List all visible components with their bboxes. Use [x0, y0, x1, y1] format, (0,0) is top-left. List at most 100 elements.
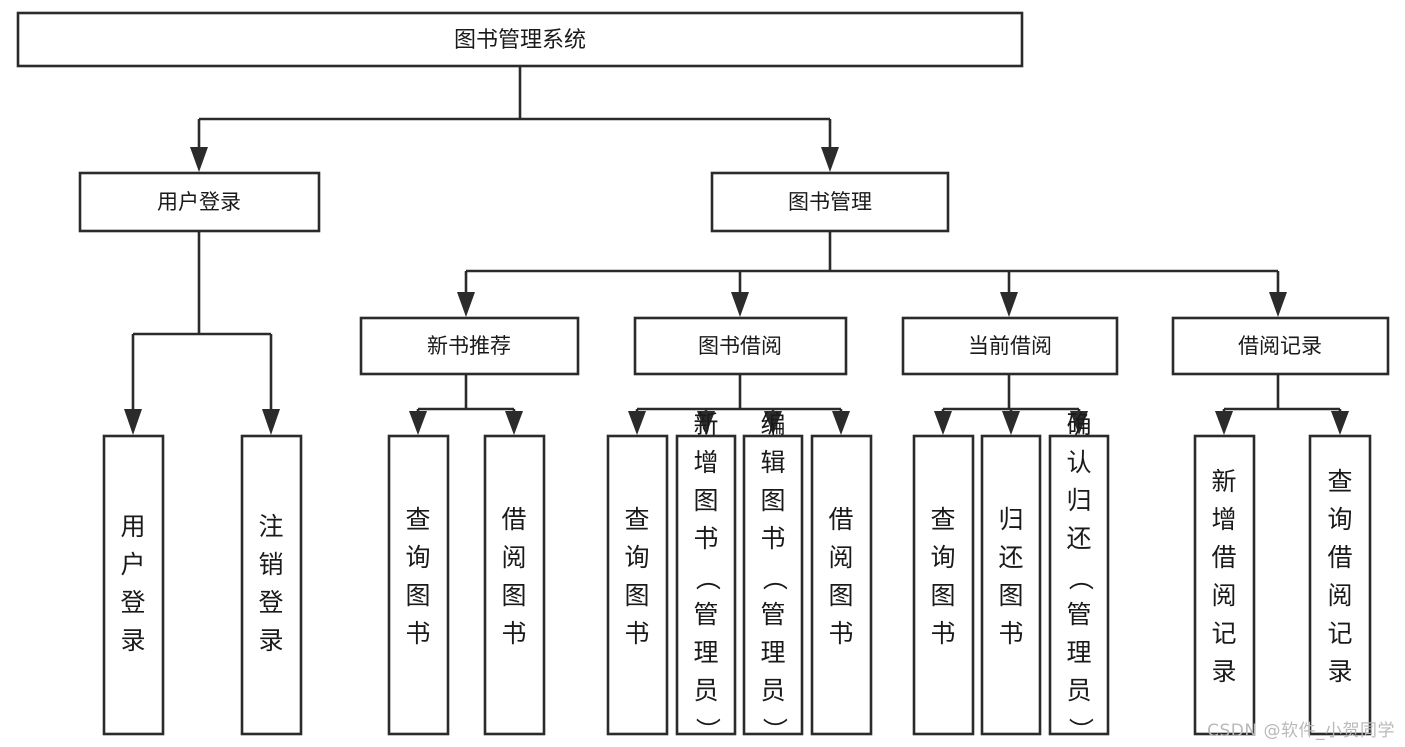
- vertical-label-char: 增: [693, 448, 718, 477]
- node-root-label: 图书管理系统: [454, 28, 586, 53]
- arrow-cb-leaf-1: [934, 411, 952, 435]
- node-new-book-recommend-box[interactable]: [359, 316, 580, 376]
- node-leaf-add-record-box[interactable]: [1193, 434, 1256, 736]
- arrow-cb-leaf-2: [1002, 411, 1020, 435]
- node-root-box[interactable]: [16, 11, 1024, 68]
- node-root[interactable]: 图书管理系统: [16, 11, 1024, 68]
- vertical-label-char: 新: [1211, 467, 1236, 496]
- vertical-label-char: 阅: [501, 543, 526, 572]
- vertical-label-char: 阅: [1211, 581, 1236, 610]
- vertical-label-char: 图: [405, 581, 430, 610]
- vertical-label-char: 记: [1327, 619, 1352, 648]
- arrow-br-leaf-1: [1215, 411, 1233, 435]
- arrow-root-to-user-login: [190, 147, 208, 172]
- node-user-login-box[interactable]: [78, 171, 321, 233]
- node-leaf-borrow-book-2-box[interactable]: [810, 434, 873, 736]
- arrow-to-borrow-record: [1269, 292, 1287, 317]
- vertical-label-char: 录: [120, 626, 145, 655]
- node-current-borrow-box[interactable]: [901, 316, 1119, 376]
- arrow-bb-leaf-3: [764, 411, 782, 435]
- node-book-borrow[interactable]: 图书借阅: [633, 316, 848, 376]
- vertical-label-char: 理: [693, 638, 718, 667]
- vertical-label-char: 员: [760, 676, 785, 705]
- vertical-label-char: 图: [998, 581, 1023, 610]
- node-user-login[interactable]: 用户登录: [78, 171, 321, 233]
- vertical-label-char: 阅: [828, 543, 853, 572]
- node-book-borrow-box[interactable]: [633, 316, 848, 376]
- node-user-login-label: 用户登录: [157, 190, 241, 214]
- node-leaf-borrow-book-1-box[interactable]: [483, 434, 546, 736]
- node-leaf-confirm-return-box[interactable]: [1048, 434, 1110, 736]
- node-borrow-record-box[interactable]: [1171, 316, 1390, 376]
- node-book-borrow-label: 图书借阅: [698, 334, 782, 358]
- vertical-label-char: 借: [1211, 543, 1236, 572]
- node-book-management-box[interactable]: [710, 171, 950, 233]
- node-leaf-logout-login-box[interactable]: [240, 434, 303, 736]
- vertical-label-char: （: [693, 565, 722, 590]
- node-borrow-record[interactable]: 借阅记录: [1171, 316, 1390, 376]
- vertical-label-char: 书: [930, 619, 955, 648]
- vertical-label-char: 借: [1327, 543, 1352, 572]
- vertical-label-char: 登: [120, 588, 145, 617]
- vertical-label-char: 书: [828, 619, 853, 648]
- vertical-label-char: 图: [693, 486, 718, 515]
- vertical-label-char: 理: [1066, 638, 1091, 667]
- arrow-nbr-leaf-2: [505, 411, 523, 435]
- node-leaf-query-book-2-box[interactable]: [606, 434, 669, 736]
- vertical-label-char: 员: [693, 676, 718, 705]
- node-leaf-return-book-box[interactable]: [980, 434, 1042, 736]
- vertical-label-char: 查: [624, 505, 649, 534]
- node-leaf-query-book-1-box[interactable]: [387, 434, 450, 736]
- vertical-label-char: 录: [1211, 657, 1236, 686]
- vertical-label-char: ）: [760, 717, 789, 742]
- node-leaf-user-login-box[interactable]: [102, 434, 165, 736]
- vertical-label-char: 查: [405, 505, 430, 534]
- node-book-management[interactable]: 图书管理: [710, 171, 950, 233]
- vertical-label-char: 还: [998, 543, 1023, 572]
- node-current-borrow[interactable]: 当前借阅: [901, 316, 1119, 376]
- vertical-label-char: 新: [693, 410, 718, 439]
- vertical-label-char: 管: [1066, 600, 1091, 629]
- vertical-label-char: 录: [258, 626, 283, 655]
- node-leaf-edit-book-box[interactable]: [742, 434, 804, 736]
- vertical-label-char: 用: [120, 512, 145, 541]
- node-leaf-query-book-3-box[interactable]: [912, 434, 975, 736]
- vertical-label-char: 图: [828, 581, 853, 610]
- vertical-label-char: 管: [693, 600, 718, 629]
- node-leaf-add-book-box[interactable]: [675, 434, 737, 736]
- node-book-management-label: 图书管理: [788, 190, 872, 214]
- node-leaf-query-record-box[interactable]: [1308, 434, 1372, 736]
- node-leaf-user-login-label: 用户登录: [120, 512, 145, 655]
- vertical-label-char: 借: [828, 505, 853, 534]
- arrow-cb-leaf-3: [1070, 411, 1088, 435]
- vertical-label-char: 认: [1066, 448, 1091, 477]
- vertical-label-char: 图: [930, 581, 955, 610]
- node-new-book-recommend[interactable]: 新书推荐: [359, 316, 580, 376]
- vertical-label-char: 询: [405, 543, 430, 572]
- vertical-label-char: 注: [258, 512, 283, 541]
- node-leaf-user-login[interactable]: 用户登录: [102, 434, 165, 736]
- vertical-label-char: 书: [405, 619, 430, 648]
- arrow-root-to-book-management: [821, 147, 839, 172]
